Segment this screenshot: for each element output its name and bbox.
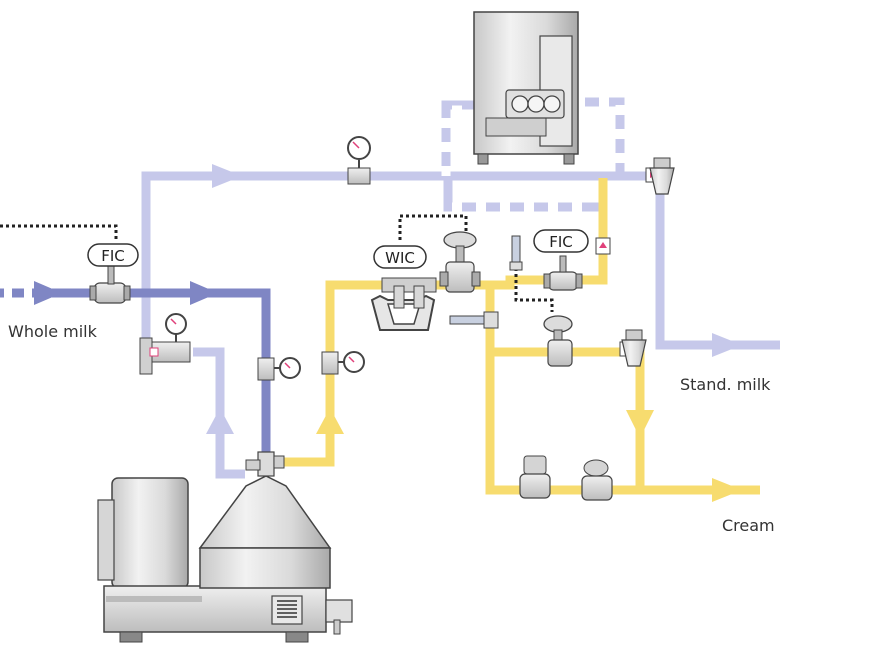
label-stand-milk: Stand. milk <box>680 375 771 394</box>
instrument-fic-whole-milk: FIC <box>87 243 139 267</box>
flow-arrow-skim-top <box>212 164 242 188</box>
pressure-gauge-skim-top <box>347 136 371 185</box>
standardization-unit <box>473 11 579 165</box>
flow-arrows <box>34 164 742 502</box>
flow-arrow-cream-down <box>626 410 654 438</box>
pressure-gauge-whole-milk <box>257 357 301 381</box>
pressure-gauge-cream <box>321 351 365 375</box>
wic-control-valve <box>439 231 481 293</box>
cream-flow-meter <box>543 255 583 291</box>
flow-arrow-cream-up <box>316 408 344 434</box>
instrument-wic: WIC <box>373 245 427 269</box>
flow-arrow-cream-out <box>712 478 742 502</box>
whole-milk-control-valve <box>89 263 131 304</box>
mass-flow-meter <box>370 277 437 331</box>
separator <box>97 451 353 643</box>
cream-shutoff-valve-2 <box>581 459 613 501</box>
wic-label: WIC <box>385 249 415 267</box>
pipes <box>0 97 780 495</box>
cream-pipes <box>278 178 760 495</box>
skim-regulating-valve <box>649 157 675 195</box>
flow-arrow-whole-milk-2 <box>190 281 218 305</box>
pressure-gauge-skim-return <box>139 313 191 375</box>
label-whole-milk: Whole milk <box>8 322 98 341</box>
flow-arrow-skim-up <box>206 408 234 434</box>
skim-pipe-standardizer-lower <box>443 176 600 212</box>
flow-arrow-stand-milk <box>712 333 742 357</box>
fic-whole-milk-label: FIC <box>101 247 125 265</box>
whole-milk-inlet <box>0 288 271 455</box>
cream-shutoff-valve-1 <box>519 455 551 499</box>
cream-pipe-wic <box>490 347 645 490</box>
cream-constant-pressure-valve <box>543 315 573 367</box>
label-cream: Cream <box>722 516 775 535</box>
cream-regulating-valve <box>621 329 647 367</box>
signal-lines <box>0 214 554 312</box>
flow-arrow-whole-milk-1 <box>34 281 62 305</box>
instrument-fic-cream: FIC <box>533 229 589 253</box>
cream-sensor <box>449 235 523 329</box>
fic-cream-label: FIC <box>549 233 573 251</box>
whole-milk-pipes <box>0 288 271 455</box>
